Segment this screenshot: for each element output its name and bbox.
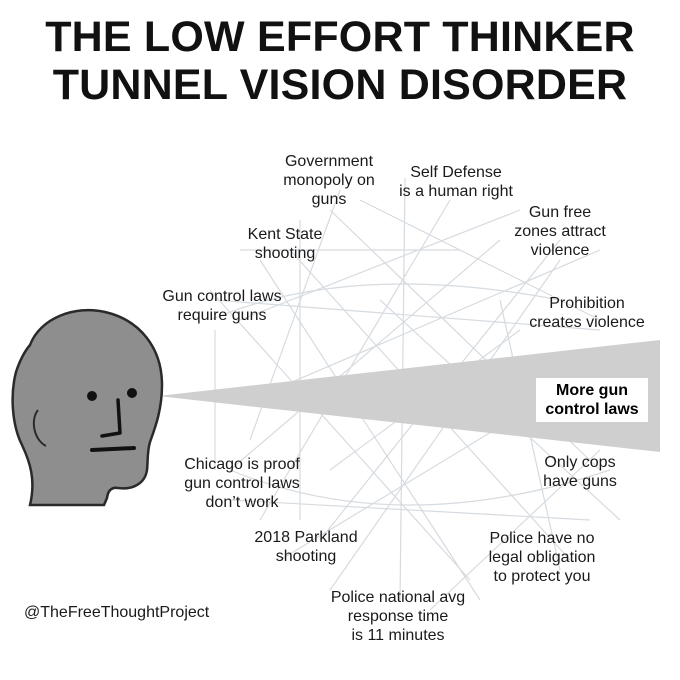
label-only-cops: Only cops have guns (543, 454, 617, 490)
web-lines (209, 177, 621, 611)
label-chicago: Chicago is proof gun control laws don’t … (184, 456, 300, 511)
label-self-defense: Self Defense is a human right (399, 164, 513, 200)
label-government-monopoly: Government monopoly on guns (283, 153, 375, 208)
label-gun-free-zones: Gun free zones attract violence (514, 204, 606, 259)
label-police-response-time: Police national avg response time is 11 … (330, 589, 466, 644)
label-parkland: 2018 Parkland shooting (254, 529, 358, 565)
npc-head-icon (11, 308, 164, 507)
label-kent-state: Kent State shooting (247, 226, 323, 262)
title-line-1: THE LOW EFFORT THINKER (45, 13, 635, 61)
label-prohibition: Prohibition creates violence (529, 295, 645, 331)
highlight-more-gun-control: More gun control laws (536, 378, 648, 422)
label-police-obligation: Police have no legal obligation to prote… (488, 530, 596, 585)
label-gun-control-require-guns: Gun control laws require guns (162, 288, 282, 324)
credit-handle: @TheFreeThoughtProject (24, 604, 210, 621)
title-line-2: TUNNEL VISION DISORDER (52, 61, 628, 109)
tunnel-cone (158, 340, 660, 452)
